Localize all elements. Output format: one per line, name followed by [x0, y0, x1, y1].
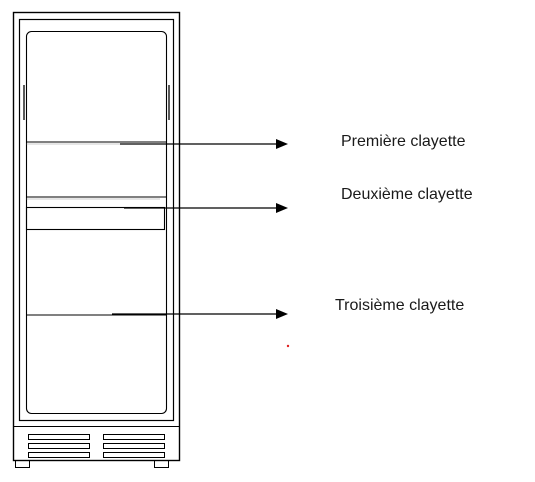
label-second-shelf: Deuxième clayette [341, 186, 473, 203]
vent-slot [28, 443, 90, 449]
vent-slot [103, 434, 165, 440]
foot-left [15, 460, 30, 468]
vent-grille-left [28, 434, 90, 458]
label-first-shelf: Première clayette [341, 133, 466, 150]
drawer-box [25, 206, 166, 231]
stray-dot [286, 344, 290, 348]
glass-panel [25, 30, 168, 415]
arrowhead-2 [276, 203, 288, 213]
vent-slot [28, 452, 90, 458]
door-frame [18, 18, 175, 422]
vent-grille-right [103, 434, 165, 458]
cabinet-outline [12, 11, 181, 462]
vent-slot [28, 434, 90, 440]
arrowhead-1 [276, 139, 288, 149]
foot-right [154, 460, 169, 468]
vent-slot [103, 452, 165, 458]
arrowhead-3 [276, 309, 288, 319]
vent-slot [103, 443, 165, 449]
label-third-shelf: Troisième clayette [335, 297, 465, 314]
